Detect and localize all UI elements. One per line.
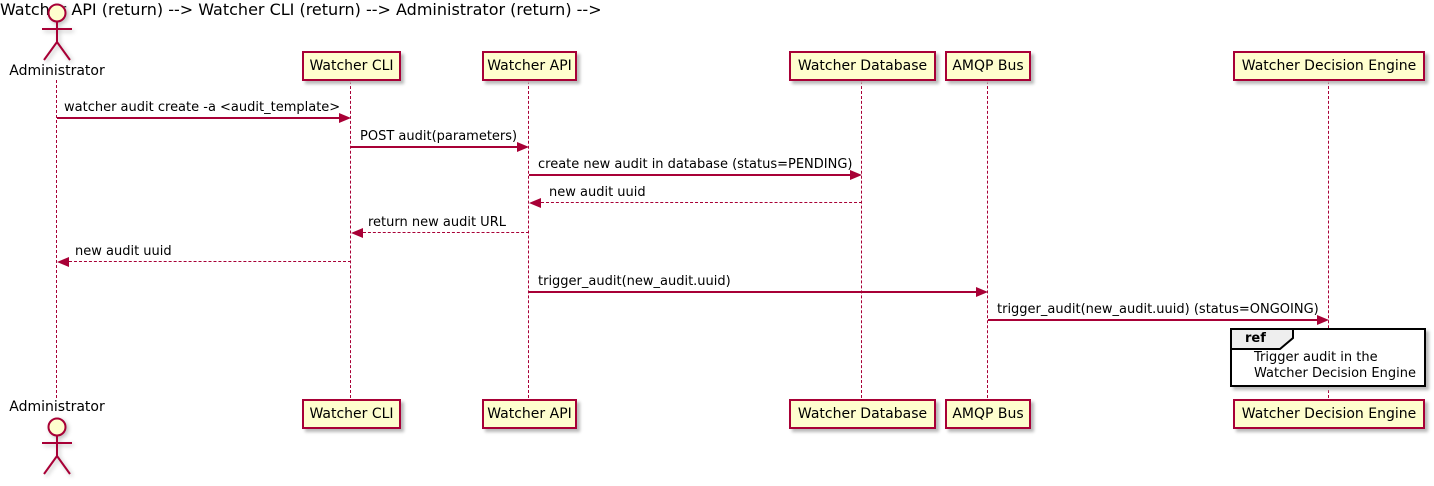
lifeline-amqp-bus xyxy=(987,81,988,398)
participant-bottom-watcher-cli: Watcher CLI xyxy=(302,399,401,429)
ref-tab-icon xyxy=(1230,328,1294,350)
ref-keyword: ref xyxy=(1245,331,1266,346)
participant-bottom-watcher-api: Watcher API xyxy=(482,399,577,429)
lifeline-watcher-api xyxy=(528,81,529,398)
lifeline-watcher-decision-engine xyxy=(1328,81,1329,398)
message-line xyxy=(57,117,339,119)
ref-text-line: Trigger audit in the xyxy=(1254,350,1378,365)
participant-top-watcher-cli: Watcher CLI xyxy=(302,51,401,81)
participant-bottom-amqp-bus: AMQP Bus xyxy=(945,399,1031,429)
actor-label-bottom: Administrator xyxy=(9,399,105,415)
message-line xyxy=(363,232,529,233)
lifeline-watcher-cli xyxy=(350,81,351,398)
message-label: trigger_audit(new_audit.uuid) xyxy=(538,274,731,289)
message-label: watcher audit create -a <audit_template> xyxy=(64,100,341,115)
participant-top-amqp-bus: AMQP Bus xyxy=(945,51,1031,81)
lifeline-watcher-database xyxy=(861,81,862,398)
message-arrowhead-icon xyxy=(850,170,862,180)
message-line xyxy=(69,261,351,262)
message-arrowhead-icon xyxy=(517,142,529,152)
participant-bottom-watcher-database: Watcher Database xyxy=(789,399,936,429)
message-label: new audit uuid xyxy=(549,185,646,200)
message-arrowhead-icon xyxy=(351,228,363,238)
message-line xyxy=(351,146,517,148)
message-line xyxy=(988,319,1317,321)
actor-label-top: Administrator xyxy=(9,63,105,79)
message-line xyxy=(529,174,850,176)
message-label: create new audit in database (status=PEN… xyxy=(538,157,853,172)
lifeline-administrator xyxy=(56,80,57,398)
message-arrowhead-icon xyxy=(339,113,351,123)
message-arrowhead-icon xyxy=(1317,315,1329,325)
participant-bottom-watcher-decision-engine: Watcher Decision Engine xyxy=(1233,399,1425,429)
actor-figure-top xyxy=(42,3,72,61)
message-label: return new audit URL xyxy=(368,215,506,230)
participant-top-watcher-database: Watcher Database xyxy=(789,51,936,81)
message-arrowhead-icon xyxy=(57,257,69,267)
ref-fragment: ref Trigger audit in the Watcher Decisio… xyxy=(1230,328,1426,387)
participant-top-watcher-decision-engine: Watcher Decision Engine xyxy=(1233,51,1425,81)
message-arrowhead-icon xyxy=(529,198,541,208)
actor-figure-bottom xyxy=(42,417,72,475)
message-label: POST audit(parameters) xyxy=(360,129,518,144)
message-label: trigger_audit(new_audit.uuid) (status=ON… xyxy=(997,302,1319,317)
participant-top-watcher-api: Watcher API xyxy=(482,51,577,81)
message-arrowhead-icon xyxy=(976,287,988,297)
message-label: new audit uuid xyxy=(75,244,172,259)
message-line xyxy=(541,202,862,203)
message-line xyxy=(529,291,976,293)
ref-text-line: Watcher Decision Engine xyxy=(1254,366,1416,381)
